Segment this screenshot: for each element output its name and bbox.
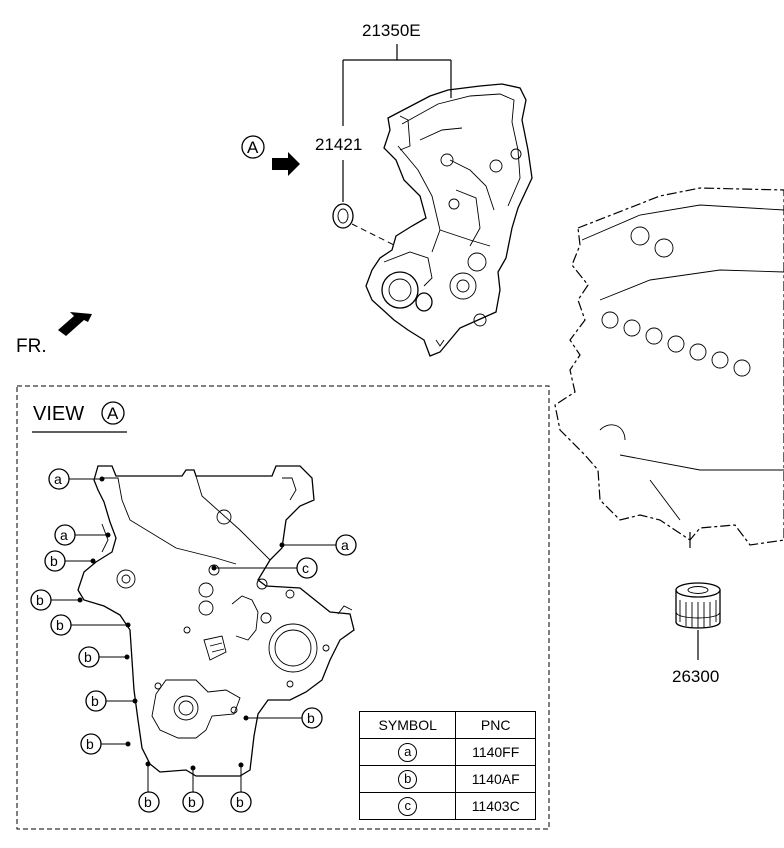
view-title: VIEW [33, 403, 84, 425]
callout-b: b [91, 693, 99, 709]
symbol-a: a [398, 742, 418, 762]
callout-b: b [56, 617, 64, 633]
pnc-value: 1140AF [455, 765, 536, 793]
table-row: a 1140FF [358, 738, 536, 766]
symbol-c: c [398, 796, 418, 816]
callout-a: a [341, 537, 349, 553]
callout-circles [30, 468, 357, 813]
view-title-circle [101, 401, 125, 425]
table-row: c 11403C [358, 792, 536, 820]
callout-b: b [50, 553, 58, 569]
leader-lines [342, 44, 452, 202]
callout-b: b [236, 794, 244, 810]
view-a-letter: A [247, 138, 259, 157]
callout-letters: a a b b b b b b b b b b a c [36, 471, 349, 810]
callout-c: c [302, 560, 309, 576]
oil-seal [332, 203, 397, 247]
callout-b: b [84, 649, 92, 665]
callout-a: a [60, 527, 68, 543]
callout-b: b [144, 794, 152, 810]
callout-leaders [50, 478, 336, 793]
pnc-value: 1140FF [455, 738, 536, 766]
symbol-b: b [398, 769, 418, 789]
timing-cover [365, 83, 533, 357]
pnc-value: 11403C [455, 792, 536, 820]
front-label: FR. [16, 336, 47, 357]
table-header-row: SYMBOL PNC [358, 711, 536, 739]
view-title-marker: A [107, 404, 119, 423]
part-number-cover: 21350E [362, 21, 421, 40]
header-pnc: PNC [455, 711, 536, 739]
header-symbol: SYMBOL [358, 711, 457, 739]
part-number-seal: 21421 [315, 135, 362, 154]
view-a-marker [241, 135, 300, 176]
part-number-filter: 26300 [672, 667, 719, 686]
symbol-pnc-table: SYMBOL PNC a 1140FF b 1140AF c 11403C [358, 711, 536, 820]
table-row: b 1140AF [358, 765, 536, 793]
callout-a: a [54, 471, 62, 487]
view-a-frame [16, 385, 550, 830]
front-arrow [58, 312, 92, 336]
callout-b: b [36, 592, 44, 608]
cover-front-view [77, 465, 355, 777]
callout-b: b [307, 710, 315, 726]
engine-block-outline [554, 187, 784, 546]
oil-filter [675, 532, 721, 660]
callout-b: b [188, 794, 196, 810]
callout-b: b [86, 736, 94, 752]
